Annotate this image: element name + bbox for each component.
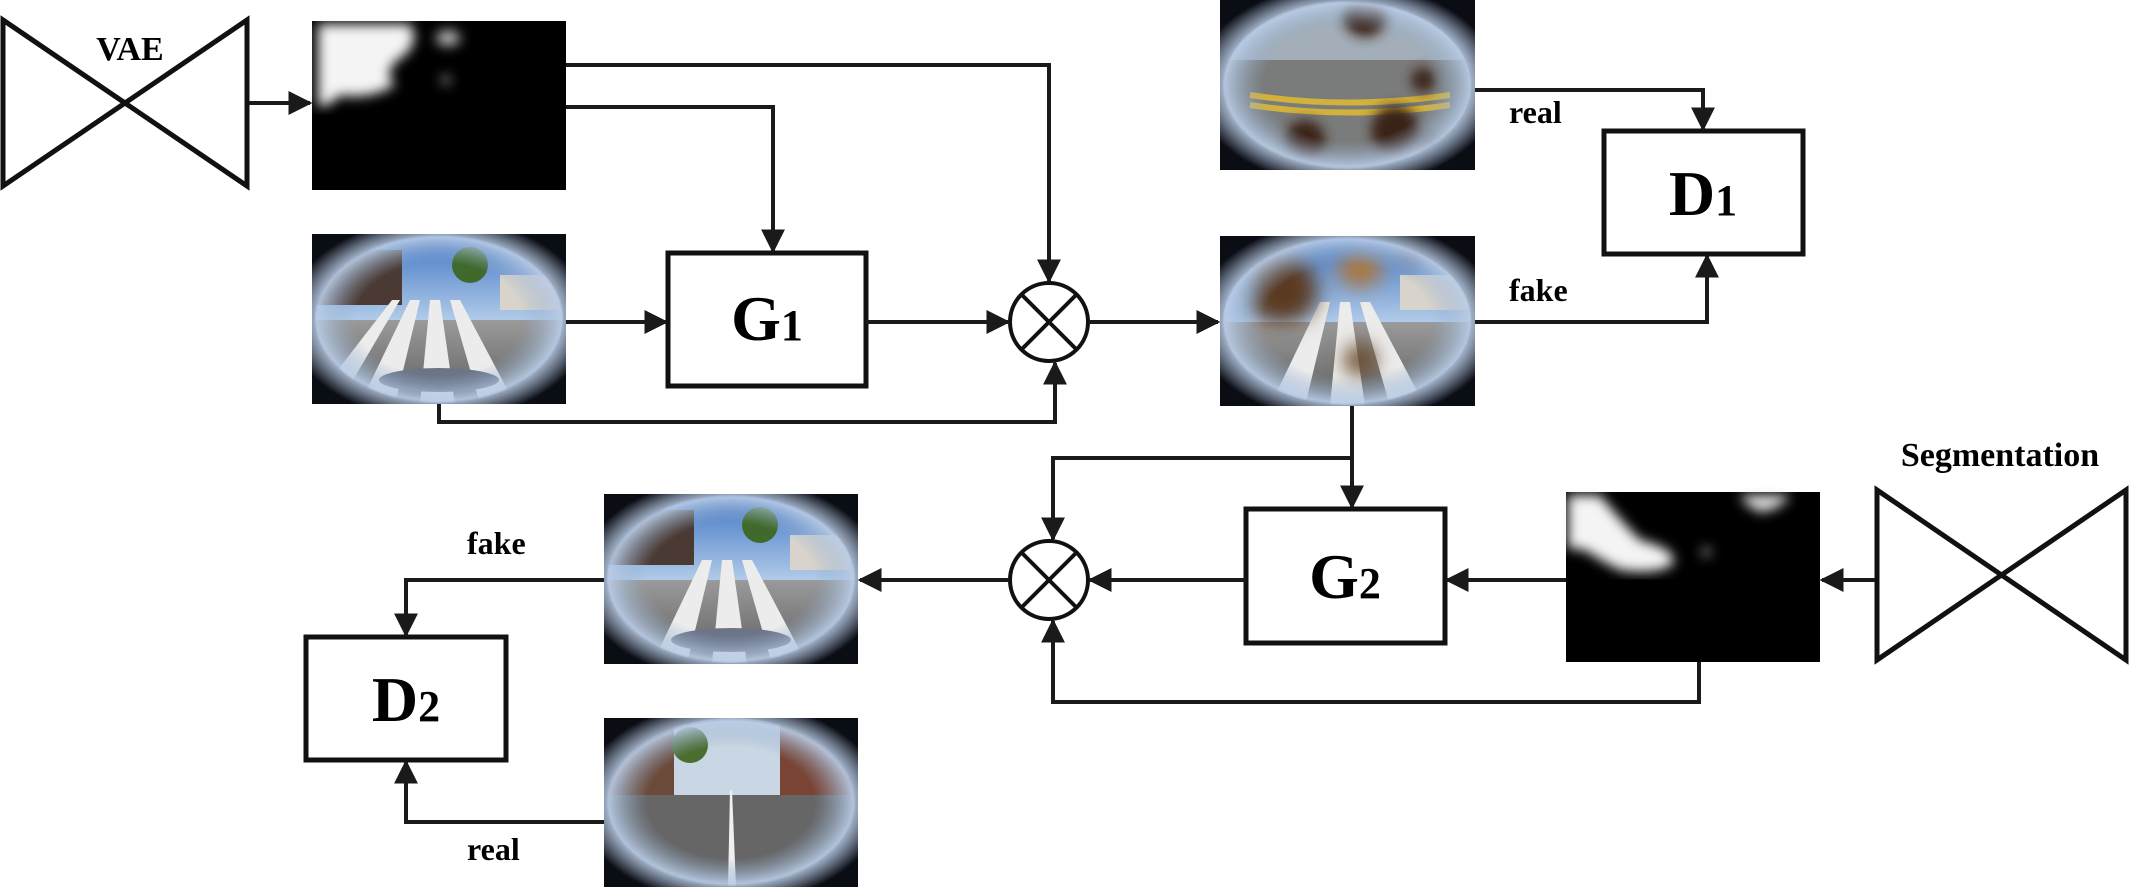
d1-label: D1 — [1669, 158, 1737, 229]
arrow-fake-to-d1 — [1475, 253, 1719, 324]
d1-box: D1 — [1601, 128, 1806, 257]
real-soiled-image — [1220, 0, 1475, 170]
label-fake-top: fake — [1509, 272, 1568, 308]
arrow-fakeclean-to-d2 — [394, 578, 604, 638]
d2-label: D2 — [372, 664, 440, 735]
label-real-bottom: real — [467, 831, 520, 867]
real-clean-image — [604, 718, 858, 887]
fake-soiled-image — [1220, 236, 1475, 406]
label-real-top: real — [1509, 94, 1562, 130]
arrow-mask-to-multiply — [566, 63, 1061, 284]
segmentation-mask-image — [1566, 492, 1820, 662]
segmentation-label: Segmentation — [1901, 437, 2099, 474]
g2-box: G2 — [1243, 506, 1448, 646]
connectors — [249, 63, 1875, 824]
vae-network: VAE — [0, 15, 250, 191]
clean-input-image — [312, 234, 566, 404]
fake-clean-image — [604, 494, 858, 664]
vae-label: VAE — [96, 31, 163, 68]
d2-box: D2 — [303, 634, 509, 763]
arrow-real-to-d1 — [1475, 88, 1715, 132]
arrow-mask-to-g1 — [566, 105, 785, 254]
arrow-mask-to-multiply2 — [1041, 618, 1701, 704]
g1-box: G1 — [665, 250, 869, 389]
arrow-input-to-multiply — [437, 360, 1067, 424]
arrow-realclean-to-d2 — [394, 759, 604, 824]
multiply-node-bottom — [1008, 539, 1090, 621]
vae-mask-image — [312, 21, 566, 190]
arrow-fake-to-multiply2 — [1041, 456, 1352, 542]
label-fake-bottom: fake — [467, 525, 526, 561]
multiply-node-top — [1008, 281, 1090, 363]
g1-label: G1 — [731, 283, 803, 354]
segmentation-network: Segmentation — [1874, 437, 2129, 665]
g2-label: G2 — [1309, 541, 1381, 612]
